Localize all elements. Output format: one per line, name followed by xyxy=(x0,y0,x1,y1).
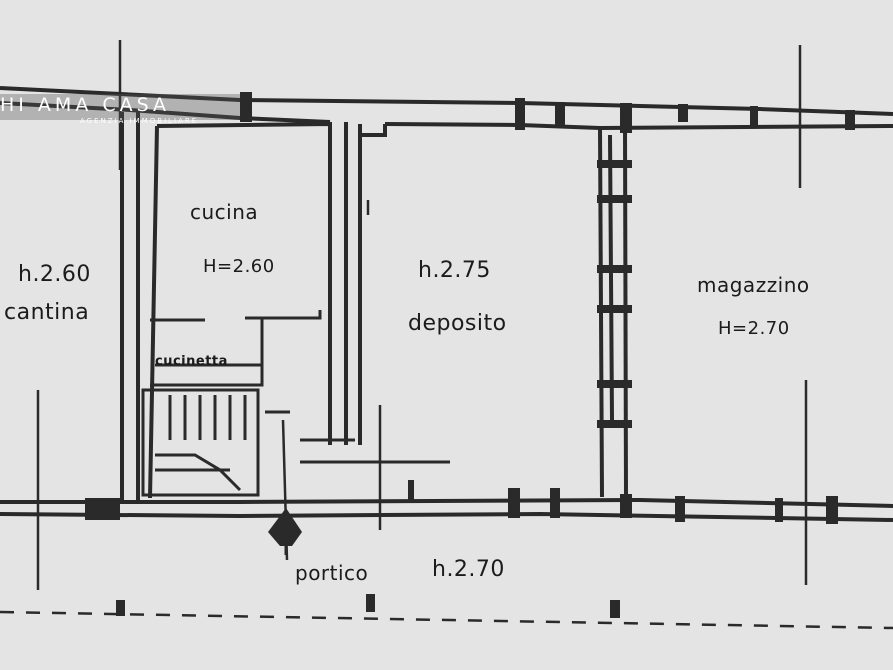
watermark-tagline: AGENZIA IMMOBILIARE xyxy=(80,117,199,125)
deposito-wall-top xyxy=(358,124,387,137)
wall-openings xyxy=(85,92,855,524)
magazzino-label: magazzino xyxy=(697,273,810,297)
exterior-walls xyxy=(0,86,893,522)
bottom-wall-outer xyxy=(0,497,893,508)
entrance-arrow xyxy=(268,508,302,546)
stair-block xyxy=(141,310,450,497)
cucina-label: cucina xyxy=(190,200,259,224)
portico-height: h.2.70 xyxy=(432,557,505,582)
watermark-brand: HI AMA CASA xyxy=(0,94,171,116)
cantina-label: cantina xyxy=(4,300,90,325)
cucinetta-label: cucinetta xyxy=(155,354,228,369)
deposito-height: h.2.75 xyxy=(418,258,491,283)
partition-c xyxy=(608,134,614,421)
watermark-band xyxy=(0,94,240,120)
bottom-wall-inner xyxy=(0,511,893,522)
top-wall-inner xyxy=(0,101,331,124)
cantina-height: h.2.60 xyxy=(18,262,91,287)
cucina-wall-right xyxy=(156,121,332,445)
stair-outline xyxy=(141,388,260,497)
deposito-label: deposito xyxy=(408,311,507,336)
top-wall-inner-right xyxy=(384,122,893,131)
portico-label: portico xyxy=(295,561,369,585)
magazzino-height: H=2.70 xyxy=(718,318,790,339)
reference-lines xyxy=(36,40,808,590)
dashed-baseline xyxy=(0,610,893,630)
cucina-wall-left xyxy=(148,125,159,499)
cucina-height: H=2.60 xyxy=(203,256,275,277)
baseline-markers xyxy=(116,594,620,618)
